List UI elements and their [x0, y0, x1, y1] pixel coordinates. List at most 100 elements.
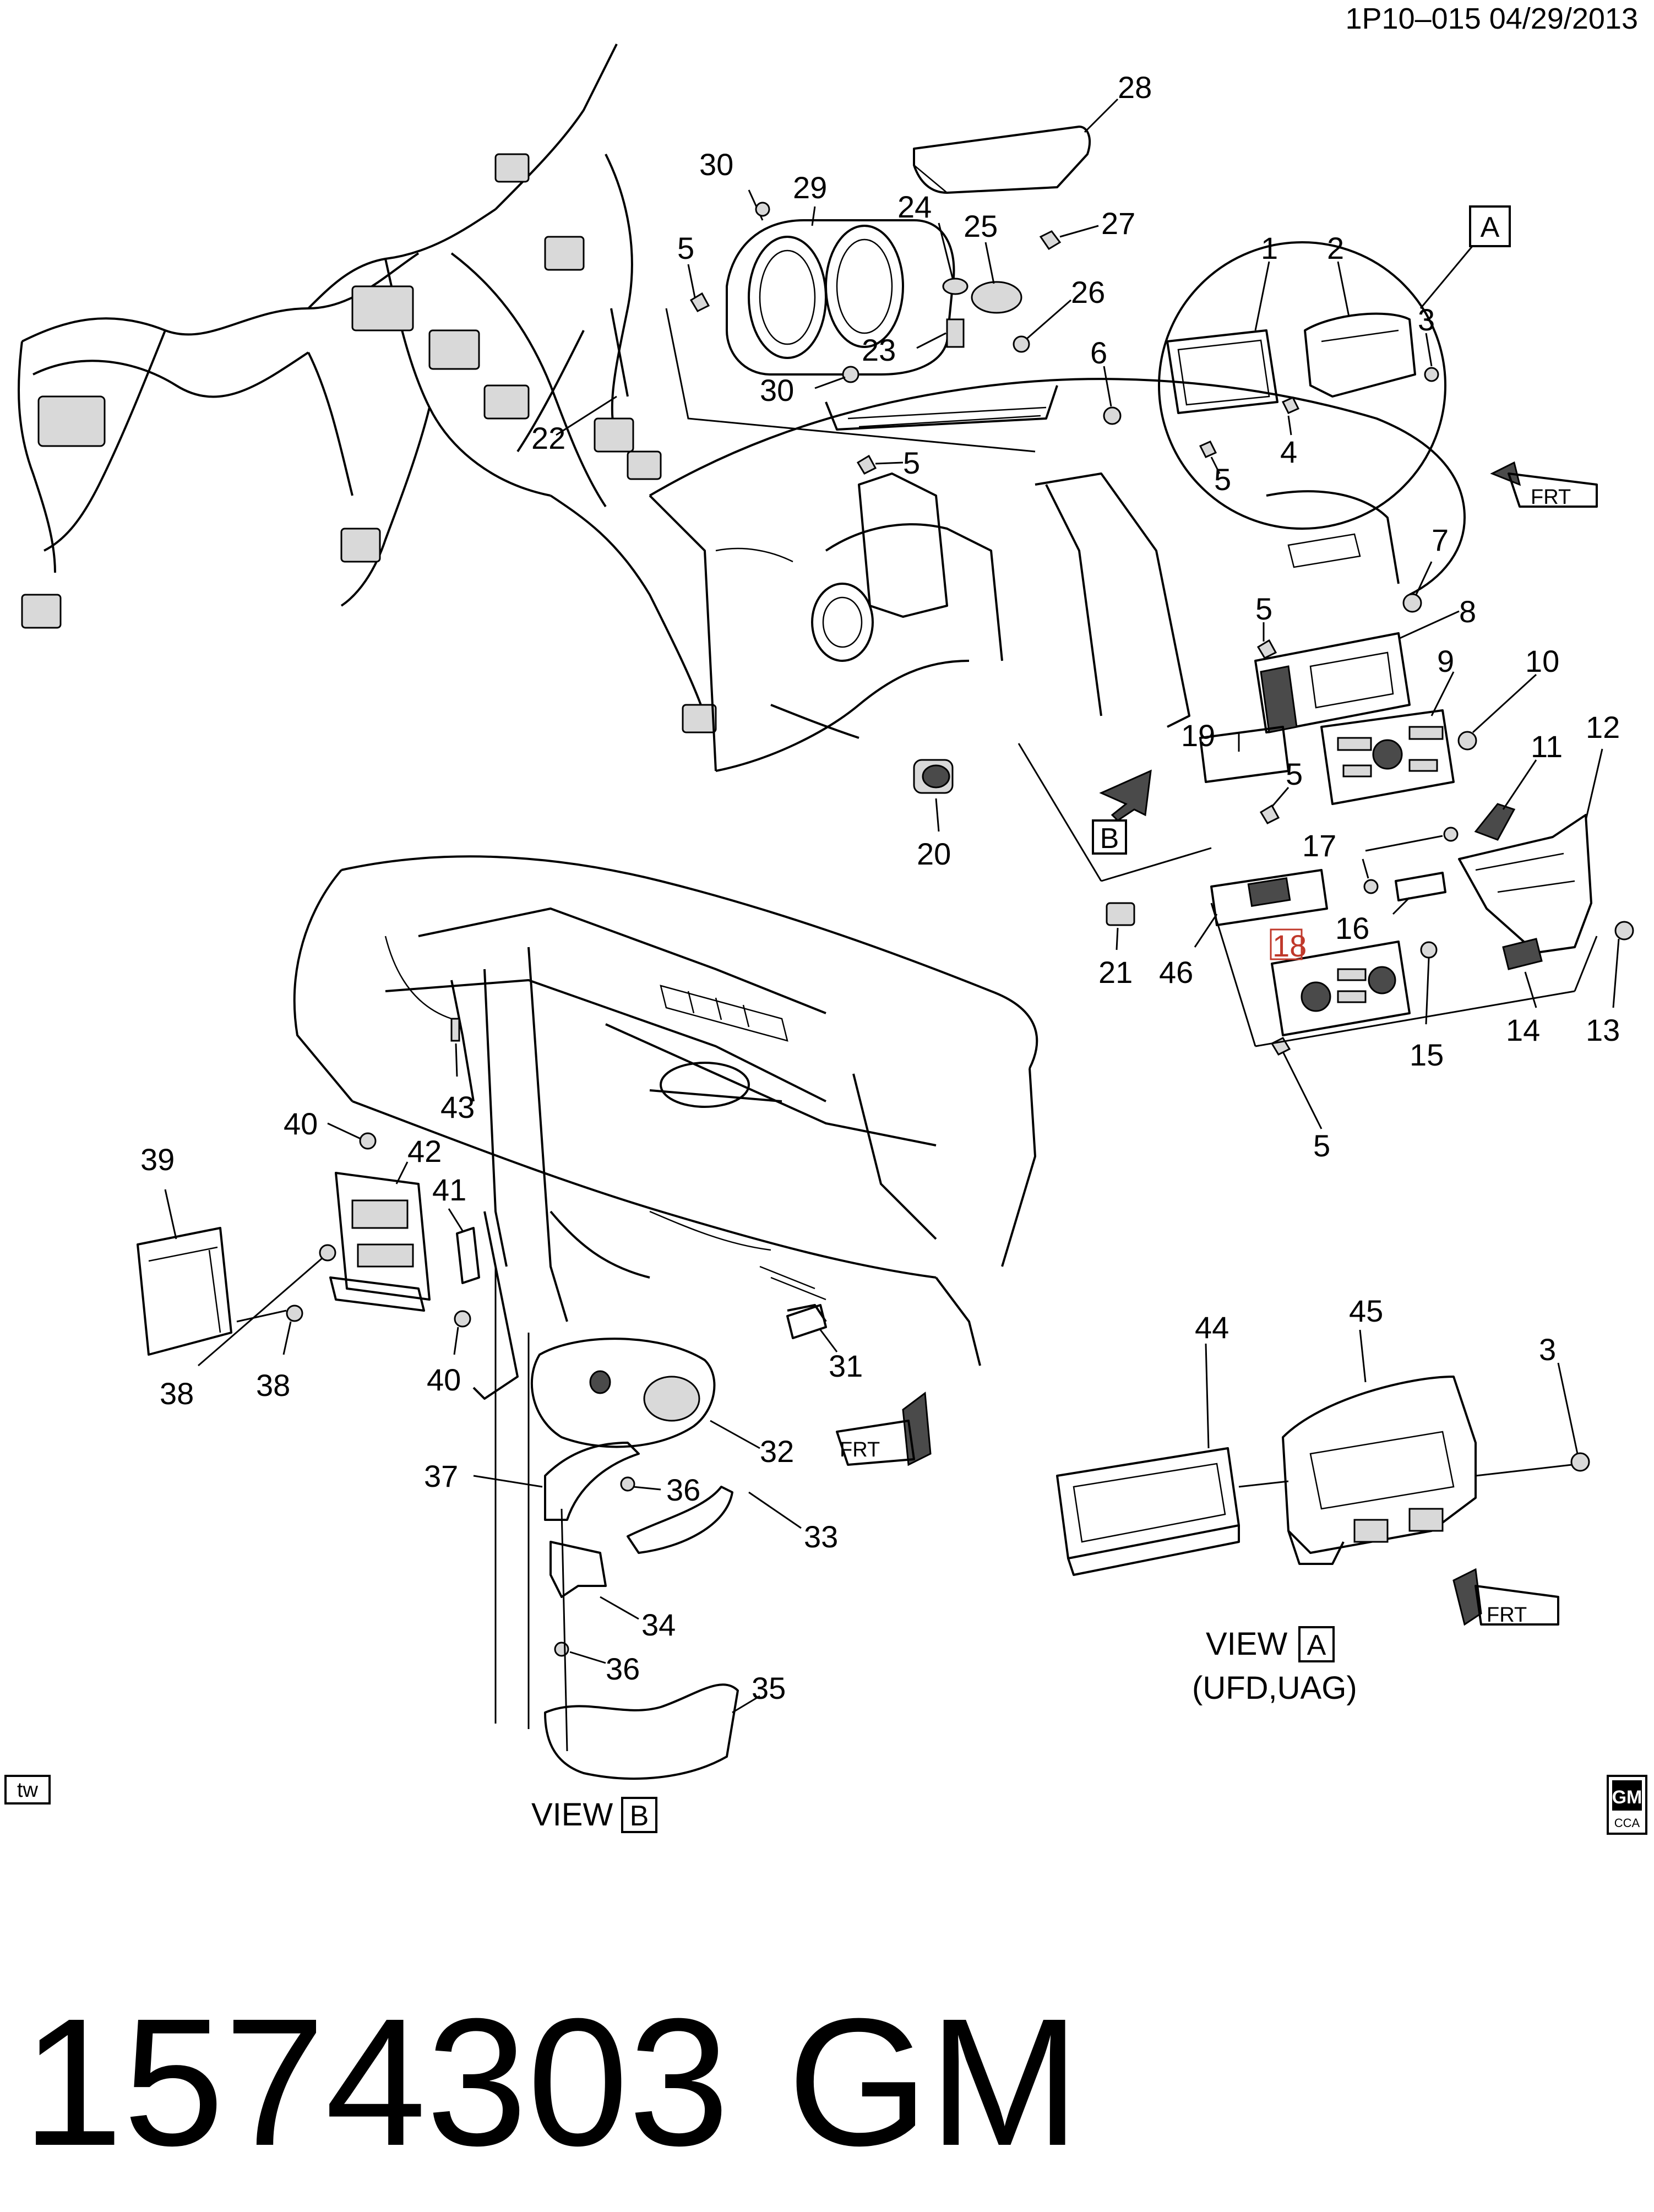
- grommet-24: [942, 278, 969, 295]
- screw-26: [1013, 335, 1030, 353]
- callout-7: 7: [1432, 523, 1449, 557]
- display-housing-45: [1282, 1376, 1477, 1565]
- screw-38a: [319, 1244, 336, 1262]
- callout-32: 32: [760, 1434, 794, 1469]
- view-b-arrow: B: [1092, 769, 1152, 855]
- brand-name: GM: [787, 1980, 1080, 2183]
- display-44: [1056, 1447, 1240, 1576]
- callout-22: 22: [531, 421, 565, 455]
- svg-text:FRT: FRT: [1487, 1604, 1527, 1627]
- callout-5c: 5: [1214, 462, 1231, 497]
- svg-text:CCA: CCA: [1614, 1816, 1640, 1830]
- speaker-25: [971, 281, 1022, 314]
- part-number: 1574303: [22, 1980, 730, 2183]
- switch-11: [1474, 803, 1516, 841]
- switch-14: [1502, 938, 1543, 970]
- callout-13: 13: [1586, 1013, 1620, 1047]
- callout-3b: 3: [1539, 1332, 1556, 1367]
- instrument-panel-lower: [293, 855, 1038, 1400]
- callout-33: 33: [804, 1519, 838, 1554]
- front-direction-arrow-1: FRT: [1490, 461, 1598, 509]
- callout-8: 8: [1459, 594, 1476, 629]
- detail-a-circle: [1158, 241, 1446, 530]
- callout-43: 43: [440, 1090, 475, 1124]
- knee-bolster-35: [544, 1683, 739, 1780]
- callout-14: 14: [1506, 1013, 1540, 1047]
- view-b-label: VIEW B: [531, 1797, 657, 1833]
- nut-36a: [620, 1476, 635, 1492]
- svg-text:A: A: [1481, 211, 1500, 243]
- svg-text:B: B: [1100, 823, 1119, 855]
- callout-24: 24: [897, 189, 932, 224]
- callout-23: 23: [862, 333, 896, 367]
- bracket-33: [627, 1486, 733, 1554]
- screw-17a: [1443, 827, 1459, 842]
- svg-text:VIEW: VIEW: [1206, 1626, 1287, 1662]
- callout-21: 21: [1098, 955, 1133, 990]
- callout-25: 25: [964, 209, 998, 243]
- callout-36a: 36: [666, 1472, 700, 1507]
- callout-4: 4: [1280, 434, 1297, 469]
- svg-text:tw: tw: [17, 1779, 39, 1802]
- detail-a-label: A: [1469, 205, 1511, 247]
- knee-airbag-32: [531, 1338, 716, 1448]
- svg-text:VIEW: VIEW: [531, 1797, 613, 1833]
- screw-10: [1457, 731, 1477, 751]
- callout-5a: 5: [677, 231, 694, 265]
- module-42: [329, 1172, 431, 1312]
- bracket-41: [456, 1227, 480, 1284]
- callout-30a: 30: [699, 147, 733, 182]
- callout-18: 18: [1272, 928, 1307, 963]
- screw-13: [1614, 921, 1634, 941]
- bracket-37: [544, 1442, 640, 1521]
- svg-text:(UFD,UAG): (UFD,UAG): [1192, 1670, 1357, 1706]
- bracket-16: [1395, 872, 1446, 901]
- callout-12: 12: [1586, 710, 1620, 744]
- callout-38a: 38: [160, 1376, 194, 1411]
- nut-40a: [359, 1132, 377, 1150]
- diagram-code: 1P10–015 04/29/2013: [1345, 2, 1638, 35]
- callout-10: 10: [1525, 644, 1559, 678]
- nut-36b: [554, 1642, 569, 1657]
- callout-5d: 5: [1255, 591, 1272, 626]
- callout-30b: 30: [760, 373, 794, 407]
- callout-35: 35: [752, 1671, 786, 1705]
- callout-31: 31: [829, 1349, 863, 1383]
- callout-19: 19: [1181, 718, 1215, 753]
- cluster-trim-cover: [913, 126, 1091, 194]
- screw-3b: [1570, 1452, 1590, 1472]
- callout-26: 26: [1071, 275, 1105, 309]
- callout-5e: 5: [1286, 757, 1303, 791]
- callout-29: 29: [793, 170, 827, 205]
- callout-27: 27: [1101, 206, 1135, 241]
- callout-44: 44: [1195, 1310, 1229, 1345]
- callout-2: 2: [1327, 231, 1344, 265]
- svg-text:B: B: [630, 1800, 649, 1832]
- screw-17b: [1363, 879, 1379, 894]
- callout-40a: 40: [284, 1106, 318, 1141]
- radio-receiver-8: [1254, 632, 1411, 733]
- callout-9: 9: [1437, 644, 1454, 678]
- svg-text:FRT: FRT: [1531, 486, 1571, 509]
- screw-7: [1402, 593, 1422, 613]
- callout-17: 17: [1302, 828, 1336, 863]
- tw-badge: tw: [4, 1775, 51, 1805]
- clip-27: [1039, 230, 1062, 251]
- callout-34: 34: [641, 1607, 676, 1642]
- callout-40b: 40: [427, 1362, 461, 1397]
- connector-21: [1106, 902, 1135, 926]
- callout-6: 6: [1090, 335, 1107, 370]
- callout-36b: 36: [606, 1651, 640, 1686]
- wiring-harness: [18, 44, 717, 733]
- switch-20: [913, 759, 954, 794]
- bracket-34: [549, 1541, 607, 1598]
- front-direction-arrow-2: FRT: [836, 1392, 932, 1466]
- screw-6: [1103, 406, 1122, 425]
- module-19: [1199, 726, 1290, 783]
- callout-3: 3: [1418, 302, 1435, 337]
- callout-16: 16: [1335, 911, 1369, 945]
- callout-15: 15: [1410, 1037, 1444, 1072]
- bolt-43: [450, 1018, 460, 1042]
- callout-42: 42: [407, 1134, 442, 1168]
